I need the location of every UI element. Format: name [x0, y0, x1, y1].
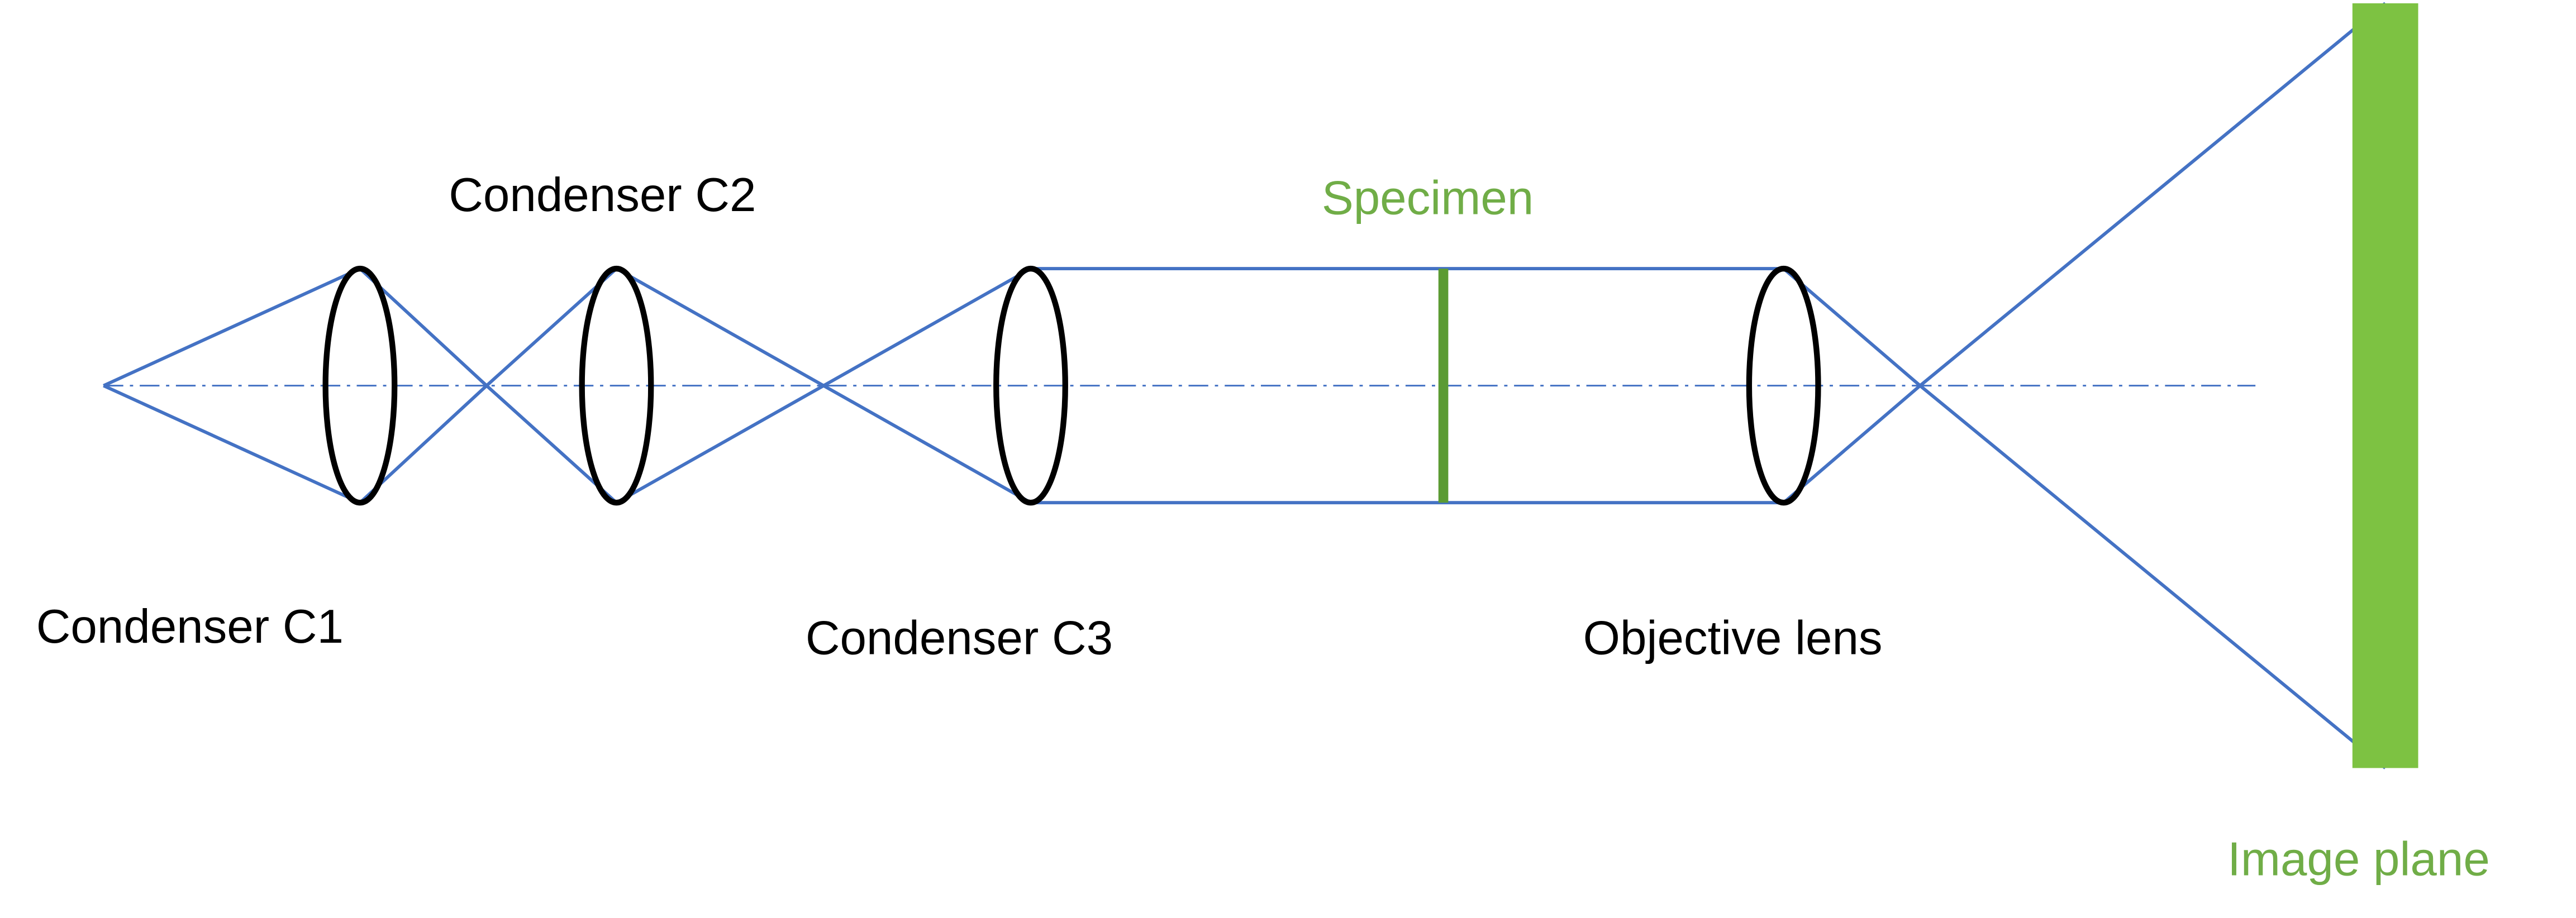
lens-objective — [1746, 265, 1821, 506]
ray-focus-to-image-top — [1919, 2, 2387, 387]
label-objective-lens: Objective lens — [1583, 612, 1883, 665]
label-condenser-c3: Condenser C3 — [806, 612, 1113, 665]
lens-condenser-c1 — [322, 265, 398, 506]
ray-objective-top-to-focus — [1782, 267, 1921, 387]
label-specimen: Specimen — [1322, 172, 1534, 225]
ray-crossover-to-c3-bottom — [822, 384, 1032, 504]
lens-condenser-c2 — [579, 265, 654, 506]
ray-objective-bottom-to-focus — [1782, 384, 1921, 504]
ray-crossover-to-c3-top — [822, 267, 1032, 388]
lens-condenser-c3 — [993, 265, 1068, 506]
ray-focus-to-image-bottom — [1919, 384, 2387, 769]
label-image-plane: Image plane — [2227, 833, 2490, 886]
ray-c2-bottom-to-crossover — [616, 384, 825, 504]
label-condenser-c1: Condenser C1 — [36, 600, 344, 653]
ray-source-to-c1-bottom — [103, 384, 361, 504]
label-condenser-c2: Condenser C2 — [449, 169, 756, 222]
image-plane-bar — [2352, 3, 2418, 768]
ray-source-to-c1-top — [103, 267, 361, 388]
ray-c2-top-to-crossover — [616, 267, 825, 388]
